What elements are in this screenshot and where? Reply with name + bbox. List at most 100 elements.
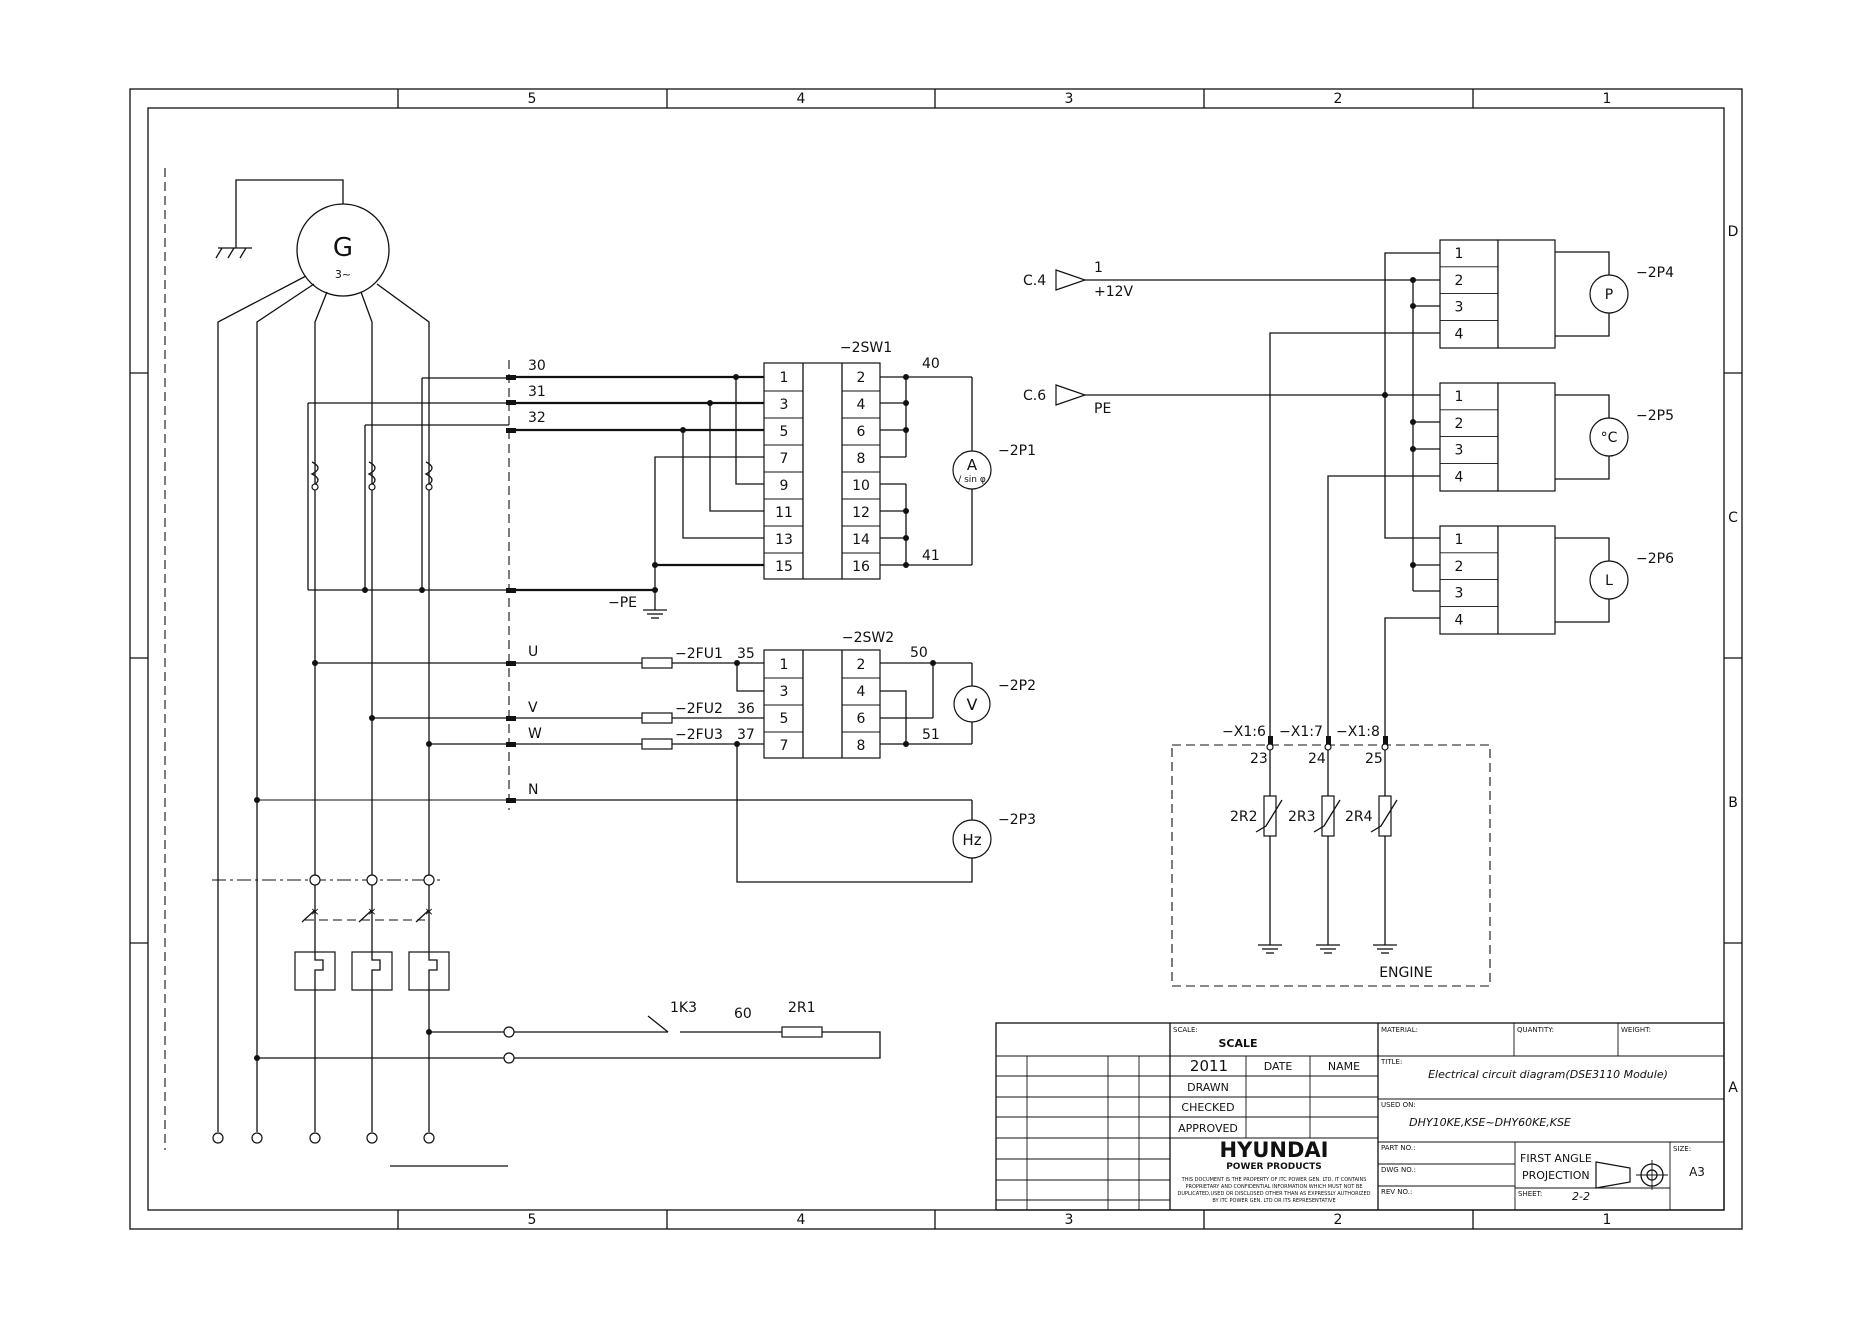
- company-sub: POWER PRODUCTS: [1226, 1162, 1322, 1172]
- contact-icon: [647, 1015, 669, 1033]
- company-logo: HYUNDAI: [1220, 1138, 1329, 1162]
- sensor-icon: [1378, 795, 1392, 837]
- notice-line-4: BY ITC POWER GEN. LTD OR ITS REPRESENTAT…: [1212, 1198, 1335, 1204]
- gauge-ref: −2P6: [1636, 551, 1674, 567]
- col-label-top: 1: [1603, 91, 1612, 107]
- used-on-label: USED ON:: [1381, 1101, 1416, 1109]
- scale-value: SCALE: [1218, 1037, 1257, 1050]
- switch2-out-bottom: 51: [922, 727, 940, 743]
- voltmeter-symbol: V: [967, 695, 978, 714]
- switch2-ref: −2SW2: [842, 630, 894, 646]
- col-label-bottom: 4: [797, 1212, 806, 1228]
- switch-terminal: 5: [780, 424, 789, 440]
- engine-connector-2: −X1:7: [1279, 724, 1323, 740]
- col-label-bottom: 1: [1603, 1212, 1612, 1228]
- gauge-symbol: °C: [1601, 430, 1618, 446]
- engine-connector-3: −X1:8: [1336, 724, 1380, 740]
- resistor-icon: [781, 1026, 823, 1038]
- approved-label: APPROVED: [1178, 1122, 1238, 1135]
- voltmeter-meter: V: [953, 685, 991, 723]
- contact-ref: 1K3: [670, 1000, 697, 1016]
- col-label-bottom: 5: [528, 1212, 537, 1228]
- fuse1-wire: 35: [737, 646, 755, 662]
- switch1-wiring: [880, 374, 973, 568]
- generator-phase: 3~: [335, 268, 351, 281]
- gauge-meter-icon: [1589, 417, 1629, 457]
- switch-terminal: 5: [780, 711, 789, 727]
- svg-text:×: ×: [367, 905, 376, 918]
- ct-wiring: [516, 374, 764, 619]
- switch-terminal: 2: [857, 657, 866, 673]
- gauge-symbol: P: [1605, 287, 1613, 303]
- terminal-markers: [506, 375, 516, 803]
- gauge-meter-icon: [1589, 274, 1629, 314]
- fuse1-ref: −2FU1: [675, 646, 723, 662]
- row-label: D: [1728, 224, 1739, 240]
- drawn-label: DRAWN: [1187, 1081, 1229, 1094]
- circuit-breaker: × × ×: [212, 874, 450, 991]
- ammeter-symbol: A: [967, 456, 978, 474]
- engine-wire-25: 25: [1365, 751, 1383, 767]
- switch-terminal: 1: [780, 370, 789, 386]
- switch-terminal: 15: [775, 559, 793, 575]
- wire-label-30: 30: [528, 358, 546, 374]
- fuse2-ref: −2FU2: [675, 701, 723, 717]
- supply-arrows: [1055, 269, 1440, 406]
- gauge-terminal: 1: [1455, 532, 1464, 548]
- switch-terminal: 8: [857, 738, 866, 754]
- resistor-ref: 2R1: [788, 1000, 816, 1016]
- col-label-bottom: 2: [1334, 1212, 1343, 1228]
- sheet-value: 2-2: [1572, 1190, 1590, 1203]
- col-label-top: 3: [1065, 91, 1074, 107]
- gauge-terminal: 1: [1455, 389, 1464, 405]
- scale-label: SCALE:: [1173, 1026, 1198, 1034]
- switch-terminal: 6: [857, 424, 866, 440]
- engine-connector-1: −X1:6: [1222, 724, 1266, 740]
- wire-label-31: 31: [528, 384, 546, 400]
- switch2-wiring: [880, 660, 973, 747]
- col-label-top: 5: [528, 91, 537, 107]
- phase-v-label: V: [528, 700, 538, 716]
- gauge-terminal: 3: [1455, 443, 1464, 459]
- fuse3-ref: −2FU3: [675, 727, 723, 743]
- gauge-terminal: 4: [1455, 326, 1464, 342]
- switch-terminal: 12: [852, 505, 870, 521]
- gauge-terminal: 2: [1455, 559, 1464, 575]
- checked-label: CHECKED: [1181, 1101, 1234, 1114]
- sensor-icon: [1263, 795, 1277, 837]
- switch-terminal: 9: [780, 478, 789, 494]
- ammeter-meter: A / sin φ: [952, 450, 992, 490]
- material-label: MATERIAL:: [1381, 1026, 1418, 1034]
- supply-c4-wire: 1: [1094, 260, 1103, 276]
- switch-terminal: 14: [852, 532, 870, 548]
- supply-c6: C.6: [1023, 388, 1046, 404]
- switch-terminal: 3: [780, 397, 789, 413]
- rev-no-label: REV NO.:: [1381, 1188, 1412, 1196]
- gauge-terminal: 3: [1455, 300, 1464, 316]
- gauge-terminal: 3: [1455, 586, 1464, 602]
- supply-c4-label: +12V: [1094, 284, 1134, 300]
- switch-terminal: 6: [857, 711, 866, 727]
- switch-terminal: 4: [857, 684, 866, 700]
- switch-terminal: 4: [857, 397, 866, 413]
- used-on-value: DHY10KE,KSE~DHY60KE,KSE: [1409, 1116, 1571, 1129]
- switch1-ref: −2SW1: [840, 340, 892, 356]
- switch-terminal: 10: [852, 478, 870, 494]
- svg-text:×: ×: [424, 905, 433, 918]
- supply-c4: C.4: [1023, 273, 1046, 289]
- switch-terminal: 3: [780, 684, 789, 700]
- gauge-terminal: 1: [1455, 246, 1464, 262]
- svg-text:×: ×: [310, 905, 319, 918]
- name-header: NAME: [1328, 1060, 1360, 1073]
- weight-label: WEIGHT:: [1621, 1026, 1651, 1034]
- generator-terminals: [212, 1132, 508, 1167]
- gauge-meter-icon: [1589, 560, 1629, 600]
- switch-terminal: 7: [780, 738, 789, 754]
- frequency-ref: −2P3: [998, 812, 1036, 828]
- sensor-2r3: 2R3: [1288, 809, 1316, 825]
